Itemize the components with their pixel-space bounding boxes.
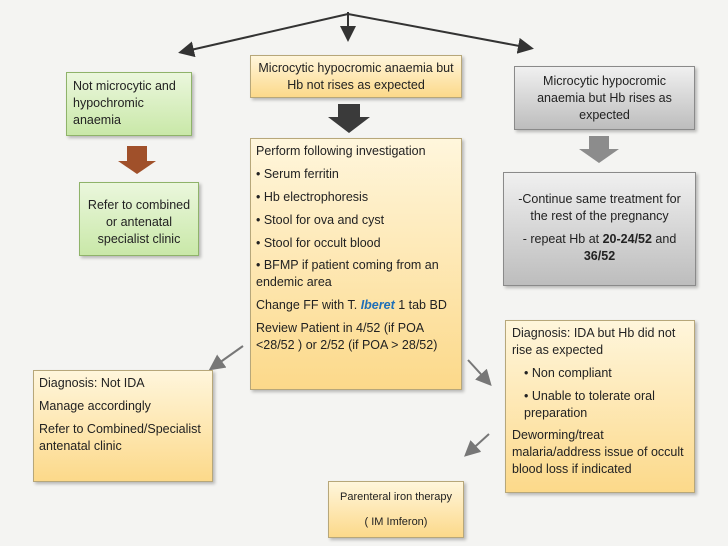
parenteral-box: Parenteral iron therapy ( IM Imferon) [328, 481, 464, 538]
ida-not-rise-box: Diagnosis: IDA but Hb did not rise as ex… [505, 320, 695, 493]
deworming-line: Deworming/treat malaria/address issue of… [512, 428, 684, 477]
arrow-to-parenteral [464, 433, 490, 457]
refer-combined-text: Refer to combined or antenatal specialis… [87, 198, 191, 246]
investigation-item: • Serum ferritin [256, 166, 339, 181]
review-line: Review Patient in 4/52 (if POA <28/52 ) … [256, 321, 438, 352]
not-microcytic-text: Not microcytic and hypochromic anaemia [73, 79, 176, 127]
continue-treatment-box: -Continue same treatment for the rest of… [503, 172, 696, 286]
investigation-item: • Stool for ova and cyst [256, 212, 385, 227]
split-right [347, 13, 534, 54]
not-ida-refer: Refer to Combined/Specialist antenatal c… [39, 421, 201, 453]
change-ff-line: Change FF with T. Iberet 1 tab BD [256, 298, 447, 313]
imferon-line: ( IM Imferon) [364, 515, 428, 528]
grey-down-arrow [579, 136, 619, 163]
brown-down-arrow [118, 146, 156, 174]
hb-not-rises-text: Microcytic hypocromic anaemia but Hb not… [258, 61, 454, 92]
not-microcytic-box: Not microcytic and hypochromic anaemia [66, 72, 192, 136]
dark-down-arrow [328, 104, 370, 133]
ida-reason-item: • Non compliant [524, 365, 612, 380]
investigation-item: • Hb electrophoresis [256, 189, 369, 204]
parenteral-line: Parenteral iron therapy [340, 491, 452, 503]
investigation-title: Perform following investigation [256, 144, 426, 158]
investigation-item: • BFMP if patient coming from an endemic… [256, 258, 439, 290]
not-ida-box: Diagnosis: Not IDA Manage accordingly Re… [33, 370, 213, 482]
repeat-hb-line: - repeat Hb at 20-24/52 and 36/52 [522, 231, 677, 263]
investigation-item: • Stool for occult blood [256, 235, 381, 250]
refer-combined-box: Refer to combined or antenatal specialis… [79, 182, 199, 256]
split-left [178, 13, 349, 58]
arrow-to-ida [467, 359, 492, 386]
hb-rises-box: Microcytic hypocromic anaemia but Hb ris… [514, 66, 695, 130]
investigation-box: Perform following investigation • Serum … [250, 138, 462, 390]
not-ida-manage: Manage accordingly [39, 398, 151, 413]
continue-line: -Continue same treatment for the rest of… [518, 192, 681, 223]
not-ida-title: Diagnosis: Not IDA [39, 376, 145, 390]
iberet-drug-name: Iberet [360, 298, 395, 313]
ida-reason-item: • Unable to tolerate oral preparation [524, 388, 655, 420]
hb-rises-text: Microcytic hypocromic anaemia but Hb ris… [537, 74, 672, 122]
ida-not-rise-title: Diagnosis: IDA but Hb did not rise as ex… [512, 326, 676, 357]
hb-not-rises-box: Microcytic hypocromic anaemia but Hb not… [250, 55, 462, 98]
arrow-to-not-ida [208, 345, 244, 371]
